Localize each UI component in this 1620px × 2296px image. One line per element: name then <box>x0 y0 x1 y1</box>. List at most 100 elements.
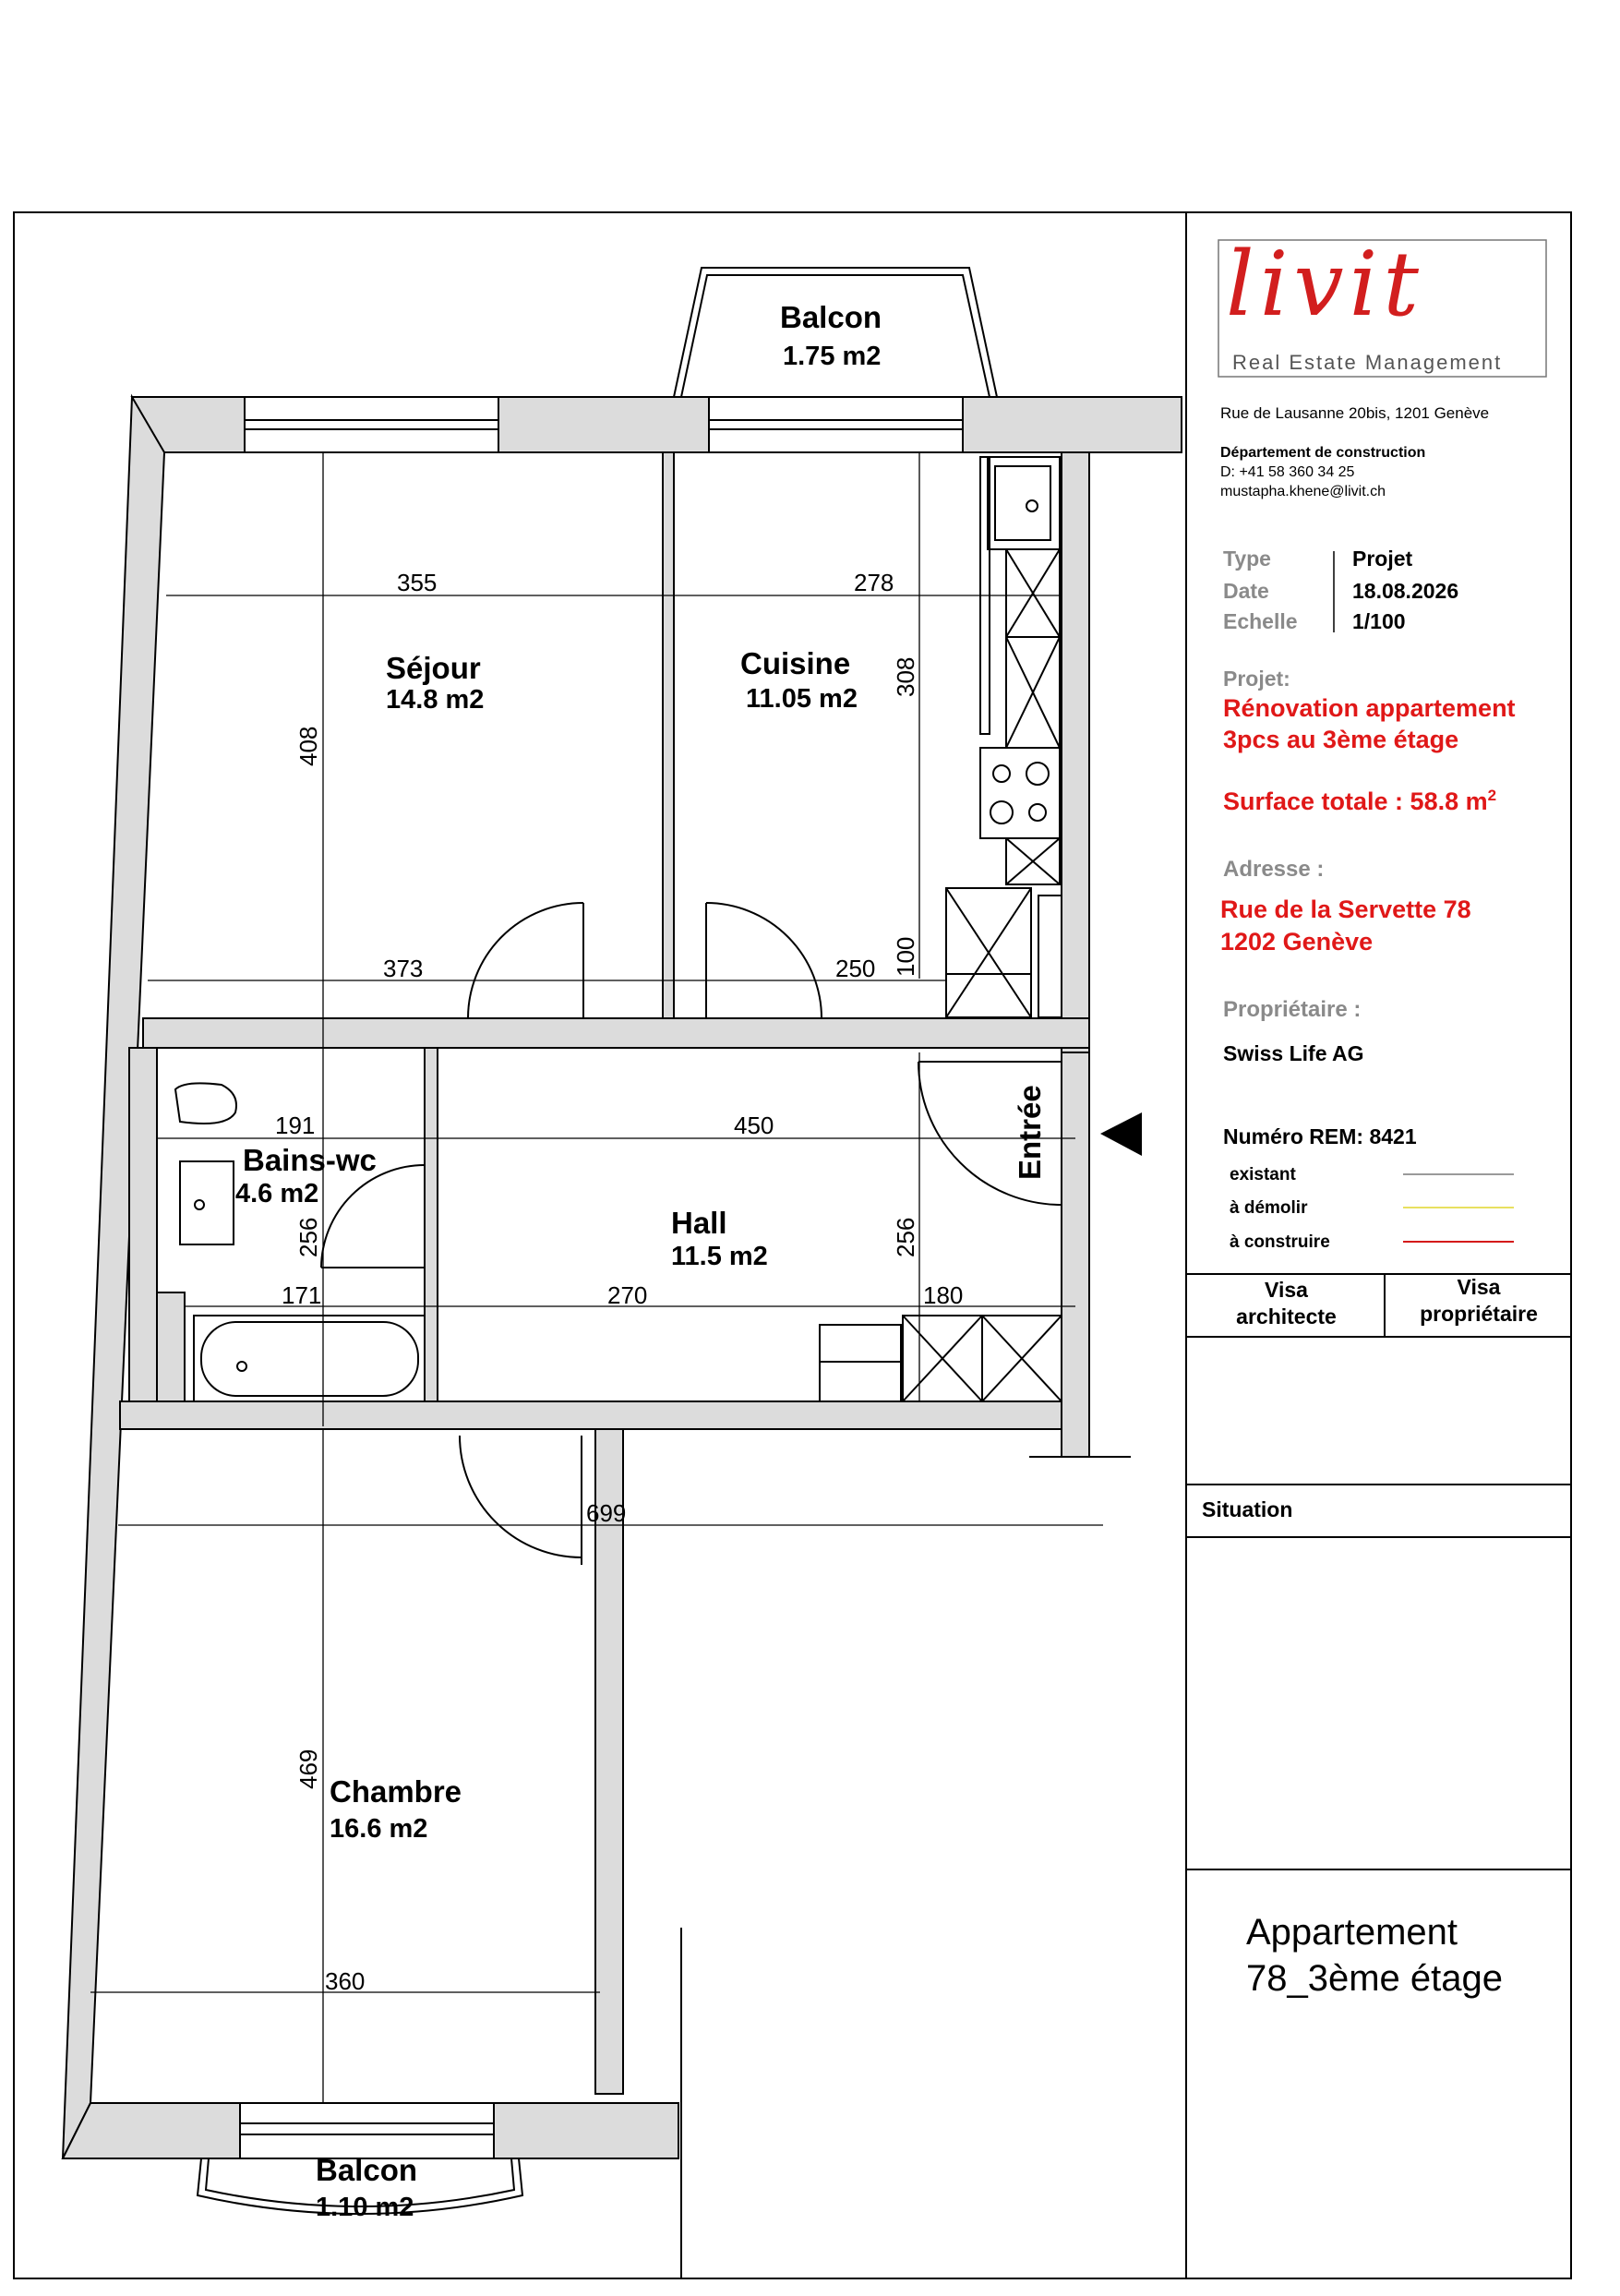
surface-text: Surface totale : 58.8 m <box>1223 787 1488 815</box>
windows <box>239 396 964 2159</box>
sheet-title: Appartement 78_3ème étage <box>1246 1909 1503 2001</box>
door-entree <box>918 1061 1062 1206</box>
dim-469: 469 <box>294 1749 322 1789</box>
logo-frame <box>1218 239 1547 378</box>
sheet-frame <box>13 211 1572 2279</box>
visa-owner: Visa propriétaire <box>1386 1274 1571 1328</box>
walls <box>61 393 1182 2159</box>
wall-bains-hall <box>424 1047 438 1402</box>
visa-owner-line-2: propriétaire <box>1420 1302 1538 1326</box>
balcony-bottom <box>196 2158 524 2215</box>
wall-chambre-right <box>594 1428 624 2095</box>
window-chambre <box>239 2102 495 2159</box>
window-cuisine <box>708 396 964 453</box>
wall-sejour-cuisine <box>662 451 675 1019</box>
balcony-top-name: Balcon <box>780 300 882 334</box>
company-email: mustapha.khene@livit.ch <box>1220 484 1386 499</box>
chambre-area: 16.6 m2 <box>330 1814 427 1844</box>
dim-250: 250 <box>835 955 875 982</box>
dim-270: 270 <box>607 1281 647 1309</box>
date-label: Date <box>1223 579 1269 603</box>
situation-label: Situation <box>1202 1497 1293 1521</box>
date-value: 18.08.2026 <box>1352 579 1459 603</box>
dim-450: 450 <box>734 1112 774 1139</box>
visa-owner-line-1: Visa <box>1457 1275 1501 1299</box>
balcony-top-area: 1.75 m2 <box>783 342 881 371</box>
dim-171: 171 <box>282 1281 321 1309</box>
title-block-grid <box>1185 1273 1571 1870</box>
doors <box>320 902 1062 1565</box>
project-line-1: Rénovation appartement <box>1223 694 1516 722</box>
surface-sup: 2 <box>1487 787 1497 804</box>
fridge-icon <box>945 887 1032 1018</box>
cuisine-area: 11.05 m2 <box>746 684 858 714</box>
dim-180: 180 <box>923 1281 963 1309</box>
visa-architect-line-2: architecte <box>1236 1304 1337 1328</box>
dim-360: 360 <box>325 1967 365 1995</box>
visa-architect-line-1: Visa <box>1265 1278 1308 1302</box>
company-address: Rue de Lausanne 20bis, 1201 Genève <box>1220 404 1490 422</box>
dimension-lines <box>90 452 1103 2103</box>
sink-icon <box>987 456 1061 550</box>
bains-area: 4.6 m2 <box>235 1179 318 1208</box>
dim-408: 408 <box>294 727 322 766</box>
cupboards <box>819 1315 1062 1402</box>
dim-308: 308 <box>892 657 919 697</box>
owner-name: Swiss Life AG <box>1223 1041 1364 1065</box>
rem-number: Numéro REM: 8421 <box>1223 1124 1417 1148</box>
cuisine-name: Cuisine <box>740 646 850 680</box>
owner-label: Propriétaire : <box>1223 997 1362 1022</box>
cooktop-icon <box>979 747 1061 839</box>
chambre-name: Chambre <box>330 1774 462 1809</box>
dim-191: 191 <box>275 1112 315 1139</box>
kitchen-units <box>945 456 1062 1018</box>
balcony-top <box>673 267 998 398</box>
sheet-title-line-2: 78_3ème étage <box>1246 1958 1504 1999</box>
legend-construire: à construire <box>1230 1232 1330 1252</box>
visa-architect: Visa architecte <box>1188 1277 1385 1330</box>
dimension-labels: 355 278 408 308 373 250 100 191 450 256 … <box>275 569 963 1995</box>
project-label: Projet: <box>1223 667 1290 691</box>
balcony-bottom-area: 1.10 m2 <box>316 2193 414 2222</box>
bains-name: Bains-wc <box>243 1143 377 1177</box>
window-sejour <box>244 396 499 453</box>
type-label: Type <box>1223 547 1271 571</box>
balconies <box>196 267 998 2215</box>
hall-area: 11.5 m2 <box>671 1242 768 1271</box>
address-label: Adresse : <box>1223 857 1325 882</box>
toilet-icon <box>174 1082 237 1124</box>
dim-699: 699 <box>586 1499 626 1527</box>
dim-256-b: 256 <box>892 1218 919 1257</box>
scale-value: 1/100 <box>1352 609 1406 633</box>
balcony-bottom-name: Balcon <box>316 2153 417 2187</box>
room-labels: Balcon 1.75 m2 Séjour 14.8 m2 Cuisine 11… <box>235 300 1047 2222</box>
dim-355: 355 <box>397 569 437 596</box>
wall-bains-left <box>128 1047 158 1402</box>
logo-tagline: Real Estate Management <box>1232 351 1503 374</box>
legend-demolir: à démolir <box>1230 1198 1308 1218</box>
address-line-1: Rue de la Servette 78 <box>1220 896 1471 923</box>
logo: livit <box>1220 238 1545 340</box>
wall-bath-step <box>156 1292 186 1402</box>
entree-label: Entrée <box>1013 1085 1047 1180</box>
address-line-2: 1202 Genève <box>1220 928 1374 956</box>
hall-name: Hall <box>671 1206 727 1240</box>
wall-mid-2 <box>119 1400 1062 1430</box>
dim-373: 373 <box>383 955 423 982</box>
bathtub-icon <box>193 1315 426 1402</box>
surface-total: Surface totale : 58.8 m2 <box>1223 787 1496 816</box>
company-phone: D: +41 58 360 34 25 <box>1220 464 1355 480</box>
type-value: Projet <box>1352 547 1413 571</box>
logo-wordmark: livit <box>1226 233 1424 336</box>
dim-278: 278 <box>854 569 894 596</box>
entry-arrow-icon <box>1100 1112 1142 1156</box>
bathroom-fixtures <box>174 1082 426 1402</box>
scale-label: Echelle <box>1223 609 1298 633</box>
washbasin-icon <box>179 1160 234 1245</box>
legend-existant: existant <box>1230 1165 1296 1184</box>
dim-100: 100 <box>892 937 919 977</box>
wall-mid-1 <box>142 1017 1090 1049</box>
dim-256-a: 256 <box>294 1218 322 1257</box>
